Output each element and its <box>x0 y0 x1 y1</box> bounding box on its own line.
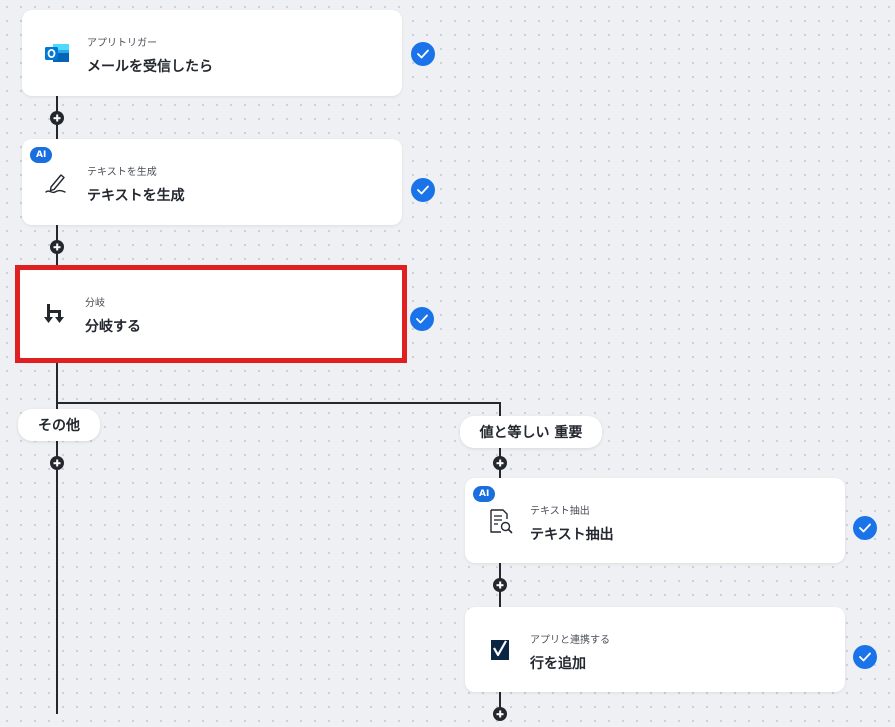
branch-icon <box>40 299 70 329</box>
step-subtitle: テキストを生成 <box>87 167 157 178</box>
step-subtitle: テキスト抽出 <box>530 506 590 517</box>
step-subtitle: アプリトリガー <box>87 38 157 49</box>
connector-line <box>56 402 500 404</box>
step-title: 行を追加 <box>530 656 586 672</box>
step-card-outlook-trigger[interactable]: アプリトリガー メールを受信したら <box>22 10 402 96</box>
add-step-button[interactable] <box>50 111 64 125</box>
step-title: 分岐する <box>85 319 141 335</box>
check-icon <box>411 42 435 66</box>
add-step-button[interactable] <box>493 578 507 592</box>
ai-badge: AI <box>30 147 53 163</box>
step-title: テキストを生成 <box>87 188 185 204</box>
check-icon <box>853 645 877 669</box>
add-step-button[interactable] <box>50 240 64 254</box>
check-icon <box>853 516 877 540</box>
connector-line <box>56 358 58 714</box>
step-title: テキスト抽出 <box>530 527 614 543</box>
add-step-button[interactable] <box>493 707 507 721</box>
outlook-icon <box>42 38 72 68</box>
step-card-extract-text[interactable]: AI テキスト抽出 テキスト抽出 <box>465 478 845 563</box>
step-card-generate-text[interactable]: AI テキストを生成 テキストを生成 <box>22 139 402 225</box>
add-step-button[interactable] <box>50 456 64 470</box>
step-title: メールを受信したら <box>87 59 213 75</box>
step-card-add-row[interactable]: アプリと連携する 行を追加 <box>465 607 845 692</box>
branch-label-other[interactable]: その他 <box>18 409 100 441</box>
branch-label-text: 値と等しい 重要 <box>479 425 583 441</box>
connector-line <box>499 692 501 714</box>
branch-label-text: その他 <box>38 418 80 434</box>
step-subtitle: 分岐 <box>85 298 105 309</box>
check-icon <box>410 307 434 331</box>
step-subtitle: アプリと連携する <box>530 635 610 646</box>
pen-icon <box>42 167 72 197</box>
add-step-button[interactable] <box>493 456 507 470</box>
smartsheet-icon <box>485 635 515 665</box>
branch-label-equals[interactable]: 値と等しい 重要 <box>460 416 602 448</box>
highlight-frame <box>15 265 407 363</box>
ai-badge: AI <box>473 486 496 502</box>
document-search-icon <box>485 506 515 536</box>
check-icon <box>411 178 435 202</box>
step-card-branch[interactable]: 分岐 分岐する <box>20 270 402 358</box>
